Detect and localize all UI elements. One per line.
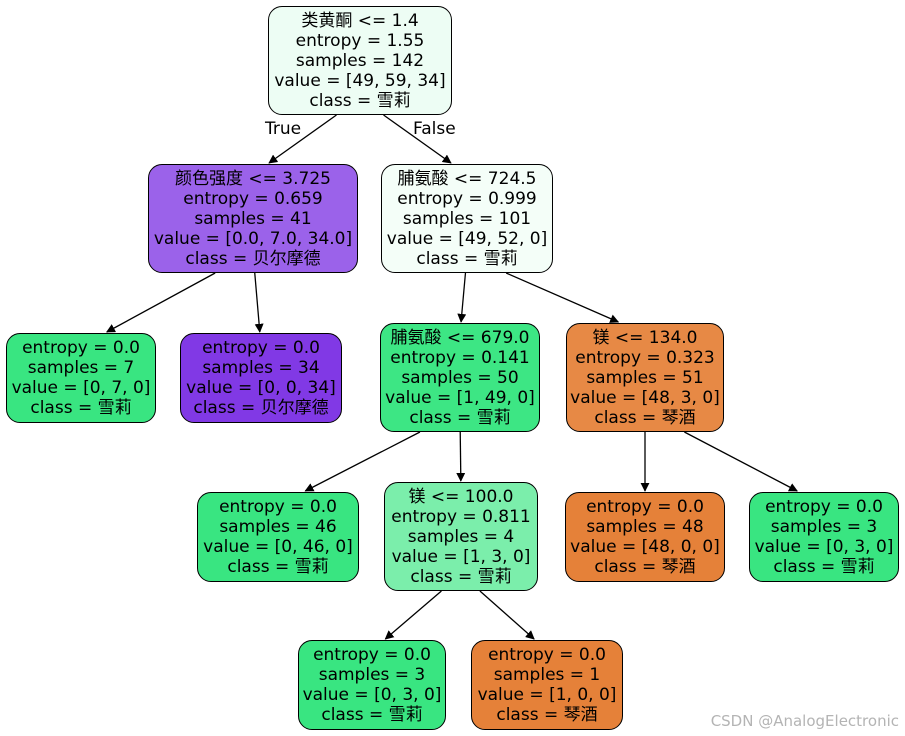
node-value: value = [0.0, 7.0, 34.0]	[153, 228, 353, 249]
node-split-rule: 镁 <= 134.0	[592, 327, 698, 348]
tree-edge	[268, 114, 337, 164]
edge-label-false: False	[413, 119, 456, 139]
tree-leaf: entropy = 0.0 samples = 1 value = [1, 0,…	[471, 640, 623, 730]
tree-edge	[304, 431, 421, 492]
node-class: class = 雪莉	[416, 248, 518, 269]
node-entropy: entropy = 0.141	[390, 347, 530, 368]
node-entropy: entropy = 0.811	[391, 506, 531, 527]
node-value: value = [48, 0, 0]	[570, 537, 720, 557]
node-class: class = 琴酒	[594, 557, 696, 577]
tree-edge	[457, 272, 467, 323]
node-class: class = 贝尔摩德	[185, 248, 321, 269]
node-value: value = [0, 3, 0]	[302, 685, 442, 705]
tree-leaf: entropy = 0.0 samples = 34 value = [0, 0…	[180, 333, 342, 423]
node-entropy: entropy = 0.999	[397, 188, 537, 209]
node-split-rule: 镁 <= 100.0	[408, 486, 514, 507]
node-class: class = 琴酒	[496, 705, 598, 725]
node-samples: samples = 41	[194, 208, 312, 229]
node-entropy: entropy = 0.0	[488, 645, 606, 665]
tree-edge	[456, 431, 466, 482]
node-class: class = 琴酒	[594, 407, 696, 428]
node-class: class = 雪莉	[30, 398, 132, 418]
node-class: class = 贝尔摩德	[193, 398, 329, 418]
watermark: CSDN @AnalogElectronic	[710, 712, 899, 730]
tree-node-split: 镁 <= 100.0 entropy = 0.811 samples = 4 v…	[384, 482, 538, 591]
tree-leaf: entropy = 0.0 samples = 7 value = [0, 7,…	[6, 333, 156, 423]
node-samples: samples = 142	[295, 50, 425, 71]
tree-node-right: 脯氨酸 <= 724.5 entropy = 0.999 samples = 1…	[381, 164, 553, 273]
tree-node-left: 颜色强度 <= 3.725 entropy = 0.659 samples = …	[148, 164, 358, 273]
node-class: class = 雪莉	[409, 407, 511, 428]
node-entropy: entropy = 0.0	[765, 497, 883, 517]
node-samples: samples = 1	[493, 665, 601, 685]
node-samples: samples = 50	[401, 367, 519, 388]
tree-leaf: entropy = 0.0 samples = 3 value = [0, 3,…	[298, 640, 446, 730]
node-value: value = [49, 52, 0]	[386, 228, 548, 249]
node-samples: samples = 3	[318, 665, 426, 685]
node-split-rule: 脯氨酸 <= 724.5	[397, 168, 537, 189]
node-entropy: entropy = 0.0	[22, 338, 140, 358]
node-value: value = [48, 3, 0]	[570, 387, 720, 408]
node-value: value = [1, 3, 0]	[391, 546, 531, 567]
node-class: class = 雪莉	[321, 705, 423, 725]
node-value: value = [0, 7, 0]	[11, 378, 151, 398]
node-entropy: entropy = 0.0	[202, 338, 320, 358]
node-class: class = 雪莉	[773, 557, 875, 577]
node-entropy: entropy = 0.323	[575, 347, 715, 368]
node-entropy: entropy = 0.0	[313, 645, 431, 665]
node-class: class = 雪莉	[410, 566, 512, 587]
tree-node-split: 脯氨酸 <= 679.0 entropy = 0.141 samples = 5…	[380, 323, 540, 432]
node-entropy: entropy = 1.55	[295, 30, 425, 51]
node-value: value = [0, 46, 0]	[203, 537, 353, 557]
node-entropy: entropy = 0.659	[183, 188, 323, 209]
node-entropy: entropy = 0.0	[219, 497, 337, 517]
node-value: value = [49, 59, 34]	[274, 70, 446, 91]
node-split-rule: 类黄酮 <= 1.4	[301, 10, 419, 31]
node-samples: samples = 46	[219, 517, 337, 537]
tree-edge	[106, 272, 216, 333]
node-value: value = [1, 49, 0]	[385, 387, 535, 408]
tree-edge	[384, 590, 442, 640]
node-value: value = [1, 0, 0]	[477, 685, 617, 705]
node-class: class = 雪莉	[227, 557, 329, 577]
tree-leaf: entropy = 0.0 samples = 46 value = [0, 4…	[197, 492, 359, 582]
node-samples: samples = 48	[586, 517, 704, 537]
tree-edge	[505, 272, 620, 323]
node-samples: samples = 51	[586, 367, 704, 388]
node-split-rule: 颜色强度 <= 3.725	[175, 168, 331, 189]
tree-edge	[383, 114, 452, 164]
node-samples: samples = 101	[402, 208, 532, 229]
node-samples: samples = 3	[770, 517, 878, 537]
node-samples: samples = 4	[407, 526, 515, 547]
tree-edge	[479, 590, 535, 640]
edge-label-true: True	[265, 119, 302, 139]
tree-edge	[684, 431, 798, 492]
tree-edge	[254, 272, 264, 333]
node-samples: samples = 34	[202, 358, 320, 378]
node-value: value = [0, 3, 0]	[754, 537, 894, 557]
node-samples: samples = 7	[27, 358, 135, 378]
node-entropy: entropy = 0.0	[586, 497, 704, 517]
node-class: class = 雪莉	[309, 90, 411, 111]
tree-leaf: entropy = 0.0 samples = 3 value = [0, 3,…	[749, 492, 899, 582]
node-value: value = [0, 0, 34]	[186, 378, 336, 398]
node-split-rule: 脯氨酸 <= 679.0	[390, 327, 530, 348]
tree-leaf: entropy = 0.0 samples = 48 value = [48, …	[565, 492, 725, 582]
tree-node-root: 类黄酮 <= 1.4 entropy = 1.55 samples = 142 …	[268, 6, 452, 115]
tree-node-split: 镁 <= 134.0 entropy = 0.323 samples = 51 …	[566, 323, 724, 432]
